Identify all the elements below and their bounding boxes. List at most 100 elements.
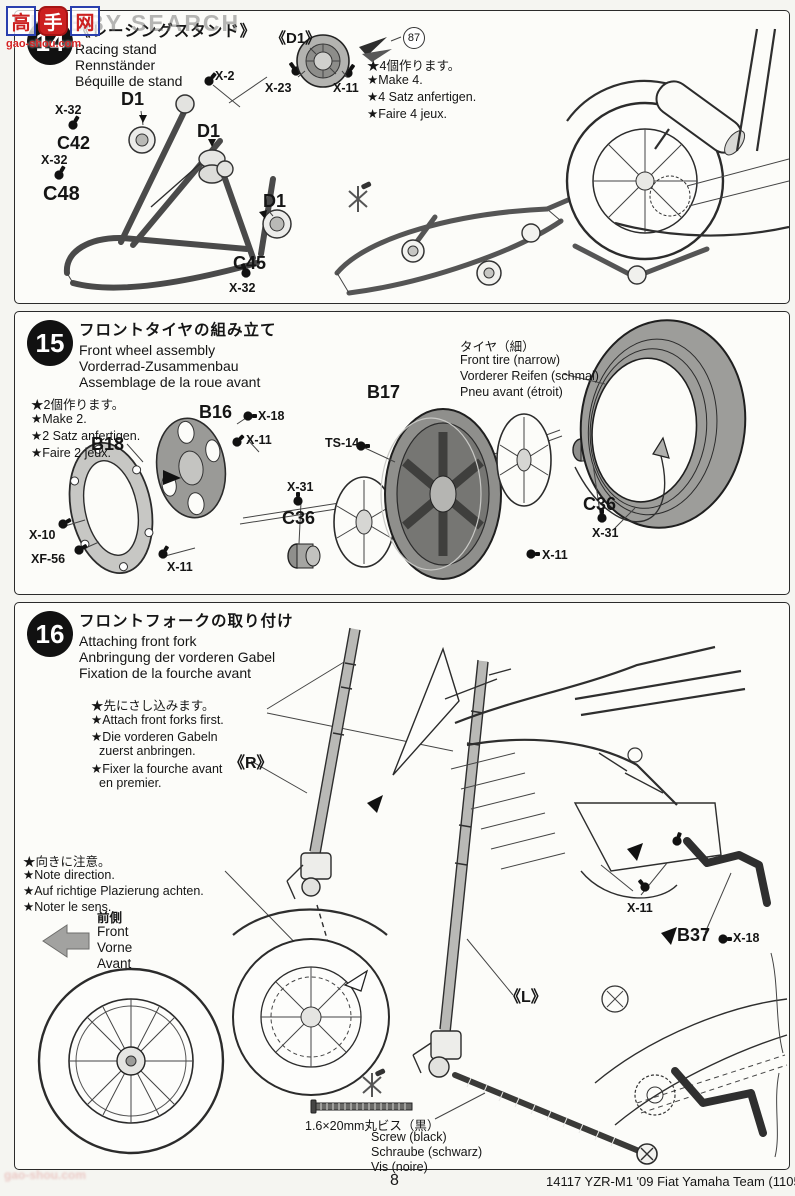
paint-marker-icon (672, 832, 682, 846)
frame-engine-drawing (367, 645, 746, 945)
logo-char: 手 (38, 6, 68, 36)
front-label-de: Vorne (97, 940, 133, 955)
part-label-c48: C48 (43, 183, 80, 205)
make-note-en: ★Make 4. (367, 73, 423, 87)
screw-note-ja: 1.6×20mm丸ビス（黒） (305, 1119, 440, 1133)
step16-title-fr: Fixation de la fourche avant (79, 665, 251, 681)
paint-marker-icon (638, 879, 650, 892)
logo-domain-text: gao-shou.com (6, 38, 82, 50)
part-label-b18: B18 (91, 434, 125, 454)
tire-note-de: Vorderer Reifen (schmal) (460, 369, 599, 383)
d1-roller-subassembly-drawing (296, 34, 402, 88)
fork-r-drawing (286, 627, 361, 965)
step14-title-ja: 《レーシングスタンド》 (75, 23, 257, 40)
tire-note-en: Front tire (narrow) (460, 353, 561, 367)
step-number-badge: 16 (27, 611, 73, 657)
paint-callout: TS-14 (325, 436, 360, 450)
step-14-panel: 14 《レーシングスタンド》 Racing stand Rennständer … (14, 10, 790, 304)
paint-callout: X-11 (542, 548, 568, 562)
b37-part-drawing (683, 837, 771, 907)
part-label-d1: D1 (197, 121, 221, 141)
front-wheel-drawing (37, 908, 390, 1155)
screw-note-de: Schraube (schwarz) (371, 1145, 483, 1159)
screw-note-en: Screw (black) (371, 1130, 447, 1144)
step15-title-fr: Assemblage de la roue avant (79, 374, 261, 390)
front-wheel-exploded-drawing (64, 319, 747, 580)
paint-callout: X-32 (41, 153, 68, 167)
fork-l-drawing (412, 659, 489, 1078)
direction-note-ja: ★向きに注意。 (23, 855, 111, 869)
paint-callout: X-23 (265, 81, 292, 95)
paint-marker-icon (356, 441, 370, 451)
racing-stand-exploded-drawing (63, 76, 292, 291)
logo-char: 高 (6, 6, 36, 36)
make-note-de: ★2 Satz anfertigen. (31, 429, 141, 443)
front-fork-attachment-drawing (37, 627, 788, 1165)
paint-callout: X-32 (55, 103, 82, 117)
step16-title-de: Anbringung der vorderen Gabel (79, 649, 276, 665)
step-16-panel: 16 フロントフォークの取り付け Attaching front fork An… (14, 602, 790, 1174)
paint-marker-icon (293, 492, 303, 506)
step-15-diagram (58, 319, 747, 580)
step-14-diagram (54, 28, 789, 296)
tire-note-fr: Pneu avant (étroit) (460, 385, 563, 399)
step15-title-en: Front wheel assembly (79, 342, 216, 358)
front-label-en: Front (97, 924, 129, 939)
paint-callout: X-11 (167, 560, 193, 574)
attach-note-de: ★Die vorderen Gabeln (91, 730, 218, 744)
part-label-c42: C42 (57, 133, 91, 153)
paint-callout: XF-56 (31, 552, 66, 566)
front-direction-arrow-icon (42, 924, 90, 958)
step-number-badge: 15 (27, 320, 73, 366)
gaoshou-logo-watermark: 高 手 网 gao-shou.com (6, 6, 100, 50)
part-label-d1: D1 (121, 89, 145, 109)
front-label-fr: Avant (97, 956, 132, 971)
step-16-diagram (37, 627, 788, 1165)
direction-note-fr: ★Noter le sens. (23, 900, 112, 914)
page-number: 8 (390, 1172, 399, 1189)
motorcycle-rear-drawing (565, 28, 789, 285)
part-label-d1: D1 (263, 191, 287, 211)
screw-drawing-horizontal (310, 1099, 413, 1114)
part-label-b16: B16 (199, 402, 233, 422)
paint-callout: X-2 (215, 69, 235, 83)
make-note-fr: ★Faire 4 jeux. (367, 107, 447, 121)
faint-watermark: gao-shou.com (4, 1168, 87, 1182)
part-label-b37: B37 (677, 925, 711, 945)
attach-note-en: ★Attach front forks first. (91, 713, 224, 727)
make-note-de: ★4 Satz anfertigen. (367, 90, 477, 104)
fork-l-label: 《L》 (505, 989, 547, 1006)
screw-note-fr: Vis (noire) (371, 1160, 428, 1174)
paint-callout: X-11 (627, 901, 653, 915)
screw-symbol-icon (348, 181, 372, 212)
step16-title-ja: フロントフォークの取り付け (79, 613, 294, 630)
step14-title-de: Rennständer (75, 57, 156, 73)
direction-note-en: ★Note direction. (23, 868, 115, 882)
part-label-c45: C45 (233, 253, 267, 273)
tweezers-icon (359, 37, 387, 56)
paint-callout: X-31 (287, 480, 314, 494)
step14-title-fr: Béquille de stand (75, 73, 183, 89)
paint-callout: X-11 (246, 433, 272, 447)
make-note-en: ★Make 2. (31, 412, 87, 426)
paint-marker-icon (232, 434, 245, 447)
c36-bushing-drawing (287, 543, 321, 569)
screw-symbol-icon (362, 1068, 386, 1097)
make-note-ja: ★2個作ります。 (31, 398, 125, 412)
attach-note-de2: zuerst anbringen. (99, 744, 196, 758)
part-label-b17: B17 (367, 382, 401, 402)
paint-callout: X-18 (258, 409, 285, 423)
paint-marker-icon (158, 545, 169, 559)
swingarm-inset-drawing (594, 952, 788, 1158)
paint-marker-icon (526, 549, 540, 559)
step16-title-en: Attaching front fork (79, 633, 197, 649)
d1-subassembly-label: 《D1》 (271, 30, 321, 47)
make-note-ja: ★4個作ります。 (367, 59, 461, 73)
paint-callout: X-32 (229, 281, 256, 295)
paint-marker-icon (204, 72, 217, 86)
attach-note-fr2: en premier. (99, 776, 162, 790)
paint-marker-icon (718, 934, 732, 944)
make-note-fr: ★Faire 2 jeux. (31, 446, 111, 460)
part-label-c36: C36 (583, 494, 617, 514)
